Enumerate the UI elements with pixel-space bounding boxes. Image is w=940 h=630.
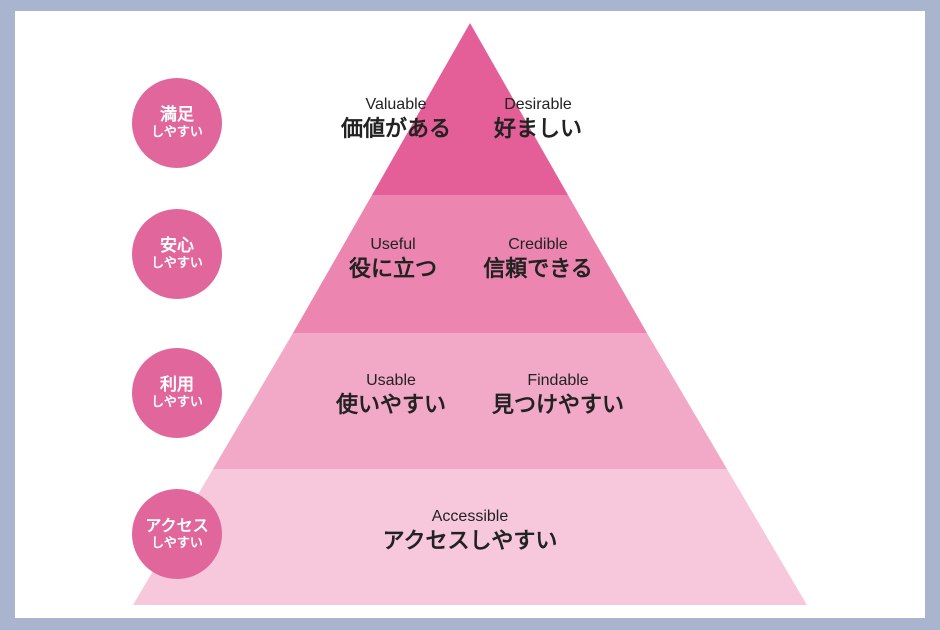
label-en: Findable (527, 372, 589, 389)
pyramid-tier-2 (293, 195, 647, 333)
label-ja: 価値がある (340, 117, 451, 142)
circle-sub-label: しやすい (151, 125, 203, 140)
level-circle-access: アクセス しやすい (132, 489, 222, 579)
label-findable: Findable 見つけやすい (478, 371, 638, 421)
label-ja: 役に立つ (348, 257, 437, 282)
circle-sub-label: しやすい (151, 256, 203, 271)
label-credible: Credible 信頼できる (468, 235, 608, 285)
label-en: Desirable (504, 96, 572, 113)
label-en: Valuable (365, 96, 427, 113)
circle-main-label: 利用 (160, 375, 194, 395)
label-en: Usable (366, 372, 416, 389)
label-ja: 好ましい (493, 117, 582, 142)
label-accessible: Accessible アクセスしやすい (350, 507, 590, 557)
circle-sub-label: しやすい (151, 395, 203, 410)
level-circle-usage: 利用 しやすい (132, 348, 222, 438)
label-ja: アクセスしやすい (382, 529, 558, 554)
diagram-panel: 満足 しやすい 安心 しやすい 利用 しやすい アクセス しやすい Valuab… (15, 11, 925, 618)
circle-main-label: 満足 (160, 105, 194, 125)
label-en: Accessible (431, 508, 509, 525)
label-ja: 信頼できる (483, 257, 593, 282)
level-circle-satisfaction: 満足 しやすい (132, 78, 222, 168)
label-desirable: Desirable 好ましい (478, 95, 598, 145)
level-circle-trust: 安心 しやすい (132, 209, 222, 299)
label-en: Credible (508, 236, 568, 253)
pyramid-tier-4 (133, 469, 807, 605)
label-ja: 使いやすい (335, 393, 446, 418)
pyramid-tier-1 (372, 23, 568, 195)
label-valuable: Valuable 価値がある (326, 95, 466, 145)
label-en: Useful (370, 236, 416, 253)
label-ja: 見つけやすい (491, 393, 624, 418)
pyramid (133, 23, 807, 605)
label-usable: Usable 使いやすい (316, 371, 466, 421)
circle-main-label: 安心 (160, 236, 194, 256)
circle-main-label: アクセス (145, 516, 209, 535)
circle-sub-label: しやすい (151, 536, 203, 551)
pyramid-tier-3 (213, 333, 727, 469)
label-useful: Useful 役に立つ (328, 235, 458, 285)
